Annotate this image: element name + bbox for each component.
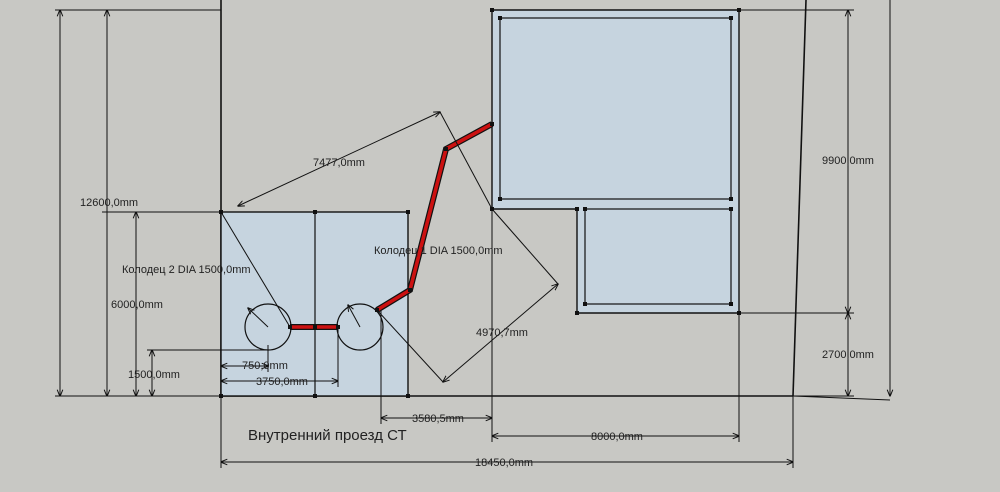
septic-area [219, 210, 410, 398]
label-2700: 2700,0mm [822, 349, 874, 361]
dim-7477 [220, 112, 493, 328]
label-lot-height: 6000,0mm [111, 299, 163, 311]
dim-8000 [492, 313, 739, 442]
dim-9900 [739, 10, 854, 313]
label-road: Внутренний проезд СТ [248, 427, 407, 444]
label-18450: 18450,0mm [475, 457, 533, 469]
dim-well-offset [136, 212, 270, 396]
label-9900: 9900,0mm [822, 155, 874, 167]
label-total-height: 12600,0mm [80, 197, 138, 209]
label-8000: 8000,0mm [591, 431, 643, 443]
house-outline [490, 8, 741, 315]
label-well-2: Колодец 2 DIA 1500,0mm [122, 264, 251, 276]
label-3750: 3750,0mm [256, 376, 308, 388]
dim-3750 [221, 327, 338, 387]
well-2-radius [248, 308, 269, 328]
dim-750 [221, 345, 268, 372]
dim-lot-height [102, 10, 221, 396]
label-7477: 7477,0mm [313, 157, 365, 169]
label-1500: 1500,0mm [128, 369, 180, 381]
label-well-1: Колодец 1 DIA 1500,0mm [374, 245, 503, 257]
dim-4970 [376, 208, 558, 382]
dim-18450 [221, 396, 793, 468]
well-1-radius [348, 305, 361, 328]
label-750: 750,0mm [242, 360, 288, 372]
dim-right-edge [792, 0, 890, 401]
dim-3580 [381, 209, 492, 424]
label-4970: 4970,7mm [476, 327, 528, 339]
label-3580: 3580,5mm [412, 413, 464, 425]
